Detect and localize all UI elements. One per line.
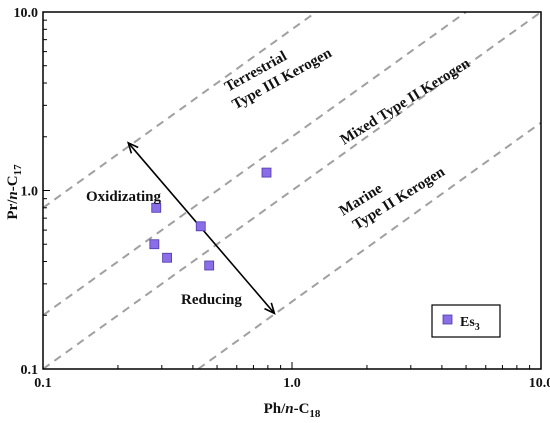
- data-point-3: [261, 167, 272, 178]
- y-axis-label: Pr/n-C17: [5, 164, 24, 220]
- legend-marker: [442, 314, 453, 325]
- y-tick-label-1: 0.1: [21, 363, 39, 378]
- y-tick-label-2: 1.0: [21, 185, 39, 200]
- x-axis-label: Ph/n-C18: [264, 401, 321, 420]
- x-tick-label-2: 1.0: [283, 376, 301, 391]
- boundary-line-4: [197, 121, 542, 370]
- boundary-line-2: [42, 11, 467, 317]
- boundary-lines: [42, 11, 542, 370]
- legend: Es3: [431, 304, 501, 338]
- boundary-line-1: [42, 11, 317, 209]
- legend-label: Es3: [460, 315, 480, 333]
- axis-ticks: 0.1 1.0 10.0 0.1 1.0 10.0: [14, 6, 550, 391]
- x-tick-label-1: 0.1: [34, 376, 52, 391]
- data-points: [149, 167, 272, 271]
- annotation-oxidizing: Oxidizating: [86, 189, 162, 205]
- boundary-line-3: [42, 11, 542, 370]
- data-point-5: [162, 252, 172, 263]
- data-point-1: [151, 202, 162, 213]
- data-point-2: [195, 221, 206, 232]
- annotation-reducing: Reducing: [181, 292, 242, 308]
- x-tick-label-3: 10.0: [529, 376, 550, 391]
- y-tick-label-3: 10.0: [14, 6, 39, 21]
- trend-arrow-head-down: [264, 302, 276, 315]
- trend-arrow-head-up: [126, 141, 139, 154]
- data-point-6: [204, 260, 215, 271]
- data-point-4: [149, 239, 160, 250]
